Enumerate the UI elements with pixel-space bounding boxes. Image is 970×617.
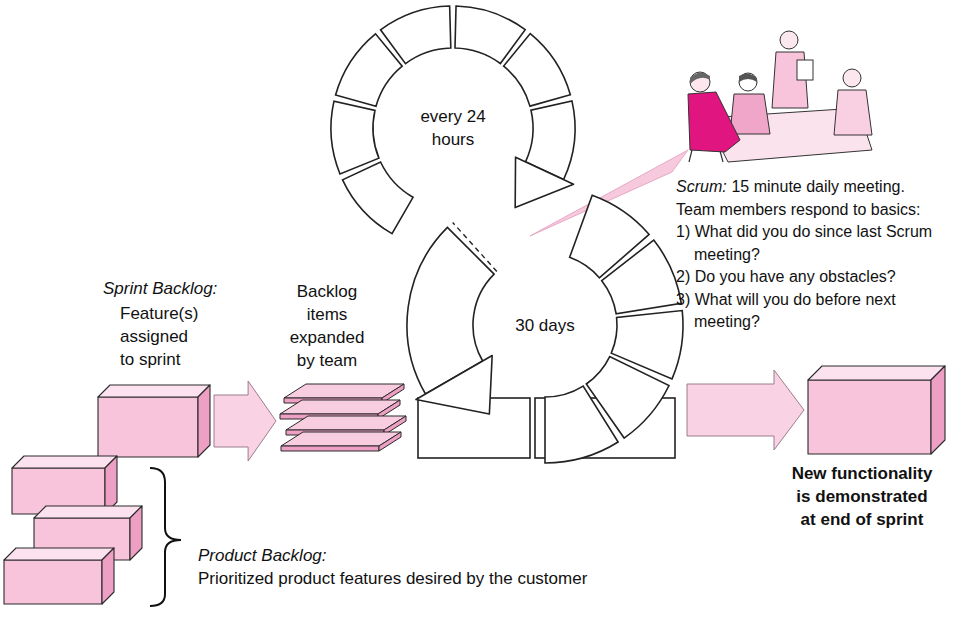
sheet-side xyxy=(379,432,401,451)
ring-arrowhead xyxy=(515,157,573,207)
backlog-brace xyxy=(150,468,181,606)
box-front xyxy=(4,560,102,604)
person-head xyxy=(690,72,710,92)
node-heading: Product Backlog: xyxy=(198,544,327,567)
chair-legs xyxy=(689,150,723,162)
node-text: Prioritized product features desired by … xyxy=(198,567,587,590)
box-side xyxy=(102,548,114,604)
node-shape xyxy=(331,6,575,250)
increment-box: New functionality is demonstrated at end… xyxy=(808,366,945,454)
person-hair xyxy=(739,73,757,82)
sprint-cycle-ring: 30 days xyxy=(407,187,683,463)
box-side xyxy=(105,456,117,514)
node-text: 30 days xyxy=(505,314,585,337)
box-side xyxy=(931,366,945,454)
ring-arrowhead xyxy=(416,356,492,415)
ring-segment xyxy=(504,34,571,107)
node-text: Feature(s) assigned to sprint xyxy=(120,302,204,371)
node-shape xyxy=(98,385,210,457)
node-shape xyxy=(280,382,407,458)
product-backlog-stack: Product Backlog:Prioritized product feat… xyxy=(4,448,154,608)
ring-segment xyxy=(545,386,618,463)
sheet-front xyxy=(281,446,379,451)
node-text: New functionality is demonstrated at end… xyxy=(789,462,935,531)
box-front xyxy=(808,380,931,454)
ring-segment xyxy=(331,101,379,174)
node-text: every 24 hours xyxy=(408,105,498,151)
ring-segment xyxy=(602,240,682,314)
person-body xyxy=(688,92,740,152)
node-text: Backlog items expanded by team xyxy=(285,280,369,372)
cycle-junction-dash xyxy=(453,222,497,271)
ring-segment xyxy=(381,6,451,64)
person-head xyxy=(843,69,861,87)
block-arrow xyxy=(214,381,276,461)
box-top xyxy=(808,366,945,380)
daily-cycle-ring: every 24 hours xyxy=(331,6,575,250)
node-shape xyxy=(4,448,154,608)
question-item: 3) What will you do before next meeting? xyxy=(676,289,948,334)
paper-sheet xyxy=(797,60,813,80)
person-body xyxy=(834,90,872,135)
box-top xyxy=(12,456,117,468)
box-side xyxy=(198,385,210,457)
question-item: 2) Do you have any obstacles? xyxy=(676,266,948,289)
person-head xyxy=(739,73,757,91)
node-heading: Sprint Backlog: xyxy=(103,277,217,300)
callout-text: Scrum: xyxy=(676,178,727,195)
question-item: 1) What did you do since last Scrum meet… xyxy=(676,221,948,266)
meeting-picture xyxy=(688,31,872,162)
backlog-items-stack: Backlog items expanded by team xyxy=(280,382,407,458)
person-hair xyxy=(690,72,710,84)
person-body xyxy=(730,94,770,134)
person-head xyxy=(780,31,798,49)
box-top xyxy=(4,548,114,560)
node-shape xyxy=(808,366,945,454)
sprint-backlog-box: Sprint Backlog:Feature(s) assigned to sp… xyxy=(98,385,210,457)
box-top xyxy=(98,385,210,397)
ring-segment xyxy=(343,162,413,234)
box-side xyxy=(130,506,142,560)
box-top xyxy=(34,506,142,518)
block-arrow xyxy=(687,370,804,450)
box-front xyxy=(98,397,198,457)
callout-text: Scrum:15 minute daily meeting. Team memb… xyxy=(676,176,948,334)
